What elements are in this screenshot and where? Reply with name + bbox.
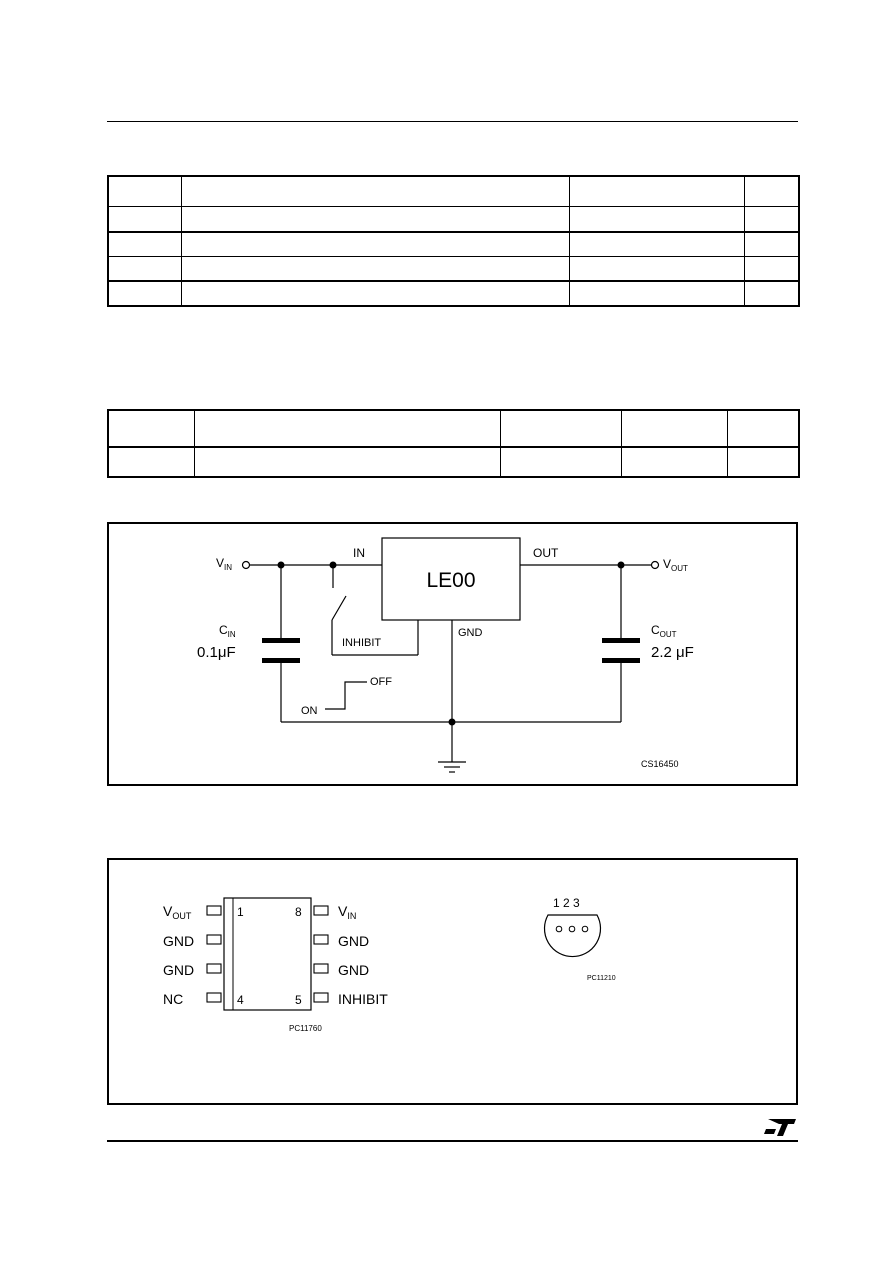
on-label: ON [301, 705, 318, 717]
pin-stub [206, 934, 222, 945]
pin-stub [206, 905, 222, 916]
pin-5-number: 5 [295, 993, 302, 1007]
table-row [107, 409, 800, 448]
inhibit-switch [331, 595, 347, 621]
pin-stub [313, 992, 329, 1003]
pinout-diagram: VOUT GND GND NC VIN GND GND INHIBIT 1 4 … [163, 896, 616, 1033]
table-row [107, 280, 800, 307]
pin-8-number: 8 [295, 905, 302, 919]
table-row [107, 230, 800, 257]
pin-stub [206, 992, 222, 1003]
in-pin-label: IN [353, 546, 365, 560]
to92-pin-2 [568, 925, 576, 933]
cout-value: 2.2 μF [651, 644, 694, 661]
pin-5-name: INHIBIT [338, 991, 388, 1007]
pin-8-name: VIN [338, 903, 356, 921]
table-row [107, 175, 800, 208]
inhibit-label: INHIBIT [342, 637, 381, 649]
pin-stub [313, 963, 329, 974]
cin-value: 0.1μF [197, 644, 236, 661]
pin-1-name: VOUT [163, 903, 192, 921]
to92-pin-3 [581, 925, 589, 933]
chip-label: LE00 [426, 569, 475, 592]
pin-stub [206, 963, 222, 974]
to92-pin-numbers: 1 2 3 [553, 896, 580, 910]
st-logo: ST [764, 1119, 796, 1136]
gnd-pin-label: GND [458, 627, 483, 639]
to92-code: PC11210 [587, 975, 616, 982]
cout-capacitor [602, 638, 640, 643]
on-off-waveform [325, 681, 367, 710]
cout-label: COUT [651, 623, 677, 639]
table-1 [107, 175, 800, 307]
regulator-block [381, 537, 521, 621]
off-label: OFF [370, 676, 392, 688]
pin-4-number: 4 [237, 993, 244, 1007]
out-pin-label: OUT [533, 546, 559, 560]
pin-connection-figure: VOUT GND GND NC VIN GND GND INHIBIT 1 4 … [107, 858, 798, 1105]
pin-stub [313, 934, 329, 945]
footer-rule [107, 1140, 798, 1142]
vout-terminal [650, 560, 660, 570]
cin-label: CIN [219, 623, 236, 639]
pin-3-name: GND [163, 962, 194, 978]
vin-terminal [241, 560, 251, 570]
pin-stub [313, 905, 329, 916]
to92-pin-1 [555, 925, 563, 933]
circuit-diagram: VIN IN LE00 OUT VOUT CIN 0.1μF COUT 2.2 … [197, 537, 694, 773]
pin-2-name: GND [163, 933, 194, 949]
vin-label: VIN [216, 556, 232, 572]
figure-code: CS16450 [641, 759, 679, 769]
application-circuit-figure: VIN IN LE00 OUT VOUT CIN 0.1μF COUT 2.2 … [107, 522, 798, 786]
header-rule [107, 121, 798, 122]
vout-label: VOUT [663, 557, 688, 573]
cin-capacitor [262, 638, 300, 643]
pin-1-number: 1 [237, 905, 244, 919]
table-2 [107, 409, 800, 478]
table-row [107, 446, 800, 478]
pin-6-name: GND [338, 962, 369, 978]
so8-package [223, 897, 312, 1011]
table-row [107, 255, 800, 282]
table-row [107, 206, 800, 233]
pin-7-name: GND [338, 933, 369, 949]
pin-4-name: NC [163, 991, 183, 1007]
so8-code: PC11760 [289, 1024, 322, 1033]
to92-package [543, 914, 602, 958]
